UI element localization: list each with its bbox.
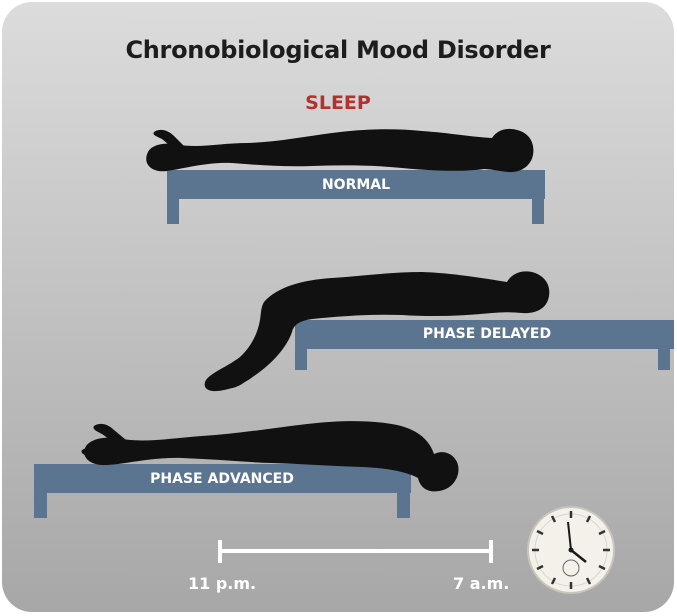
figure-normal [146,129,533,172]
time-label-start: 11 p.m. [188,574,256,593]
bed-label-normal: NORMAL [167,175,545,195]
bed-label-phase-delayed: PHASE DELAYED [402,324,572,344]
time-scale [220,540,491,563]
bed-label-phase-advanced: PHASE ADVANCED [122,469,322,489]
time-label-end: 7 a.m. [453,574,509,593]
clock-icon [528,507,614,593]
